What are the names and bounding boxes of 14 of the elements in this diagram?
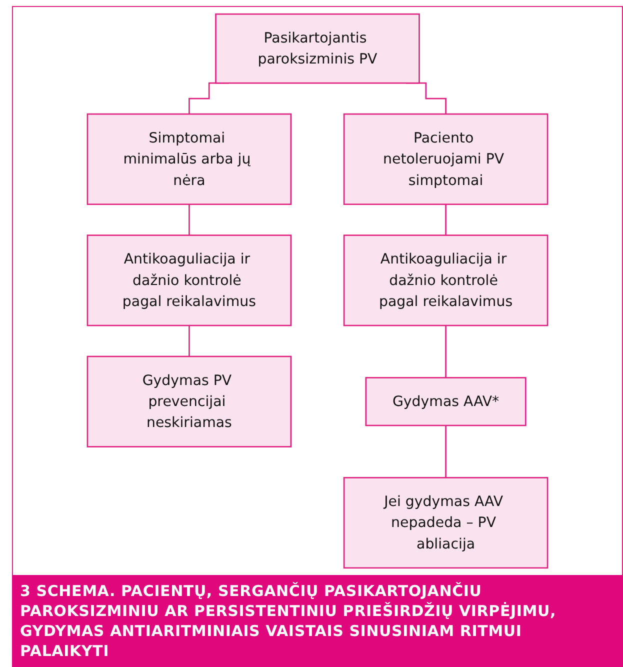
connector: [445, 324, 446, 378]
caption: 3 SCHEMA. PACIENTŲ, SERGANČIŲ PASIKARTOJANČIU PAROKSIZMINIU AR PERSISTENTINIU PRIEŠIRDŽIŲ VIRPĖJIMU, GYDYMAS ANTIARITMINIAIS VAISTAIS SINUSINIAM RITMUI PALAIKYTI: [12, 575, 623, 667]
connector: [188, 204, 190, 236]
node-box: Simptomai minimalūs arba jų nėra: [86, 113, 292, 205]
node-box: Gydymas AAV*: [365, 377, 526, 426]
connector: [188, 324, 190, 358]
node-box: Antikoaguliacija ir dažnio kontrolė pagal reikalavimus: [343, 234, 548, 326]
node-box: Paciento netoleruojami PV simptomai: [343, 113, 548, 205]
connector: [445, 204, 446, 236]
node-box: Jei gydymas AAV nepadeda – PV abliacija: [343, 477, 548, 569]
node-box: Gydymas PV prevencijai neskiriamas: [86, 356, 292, 448]
node-box: Pasikartojantis paroksizminis PV: [215, 13, 420, 84]
node-box: Antikoaguliacija ir dažnio kontrolė pagal reikalavimus: [86, 234, 292, 326]
connector: [445, 424, 446, 478]
